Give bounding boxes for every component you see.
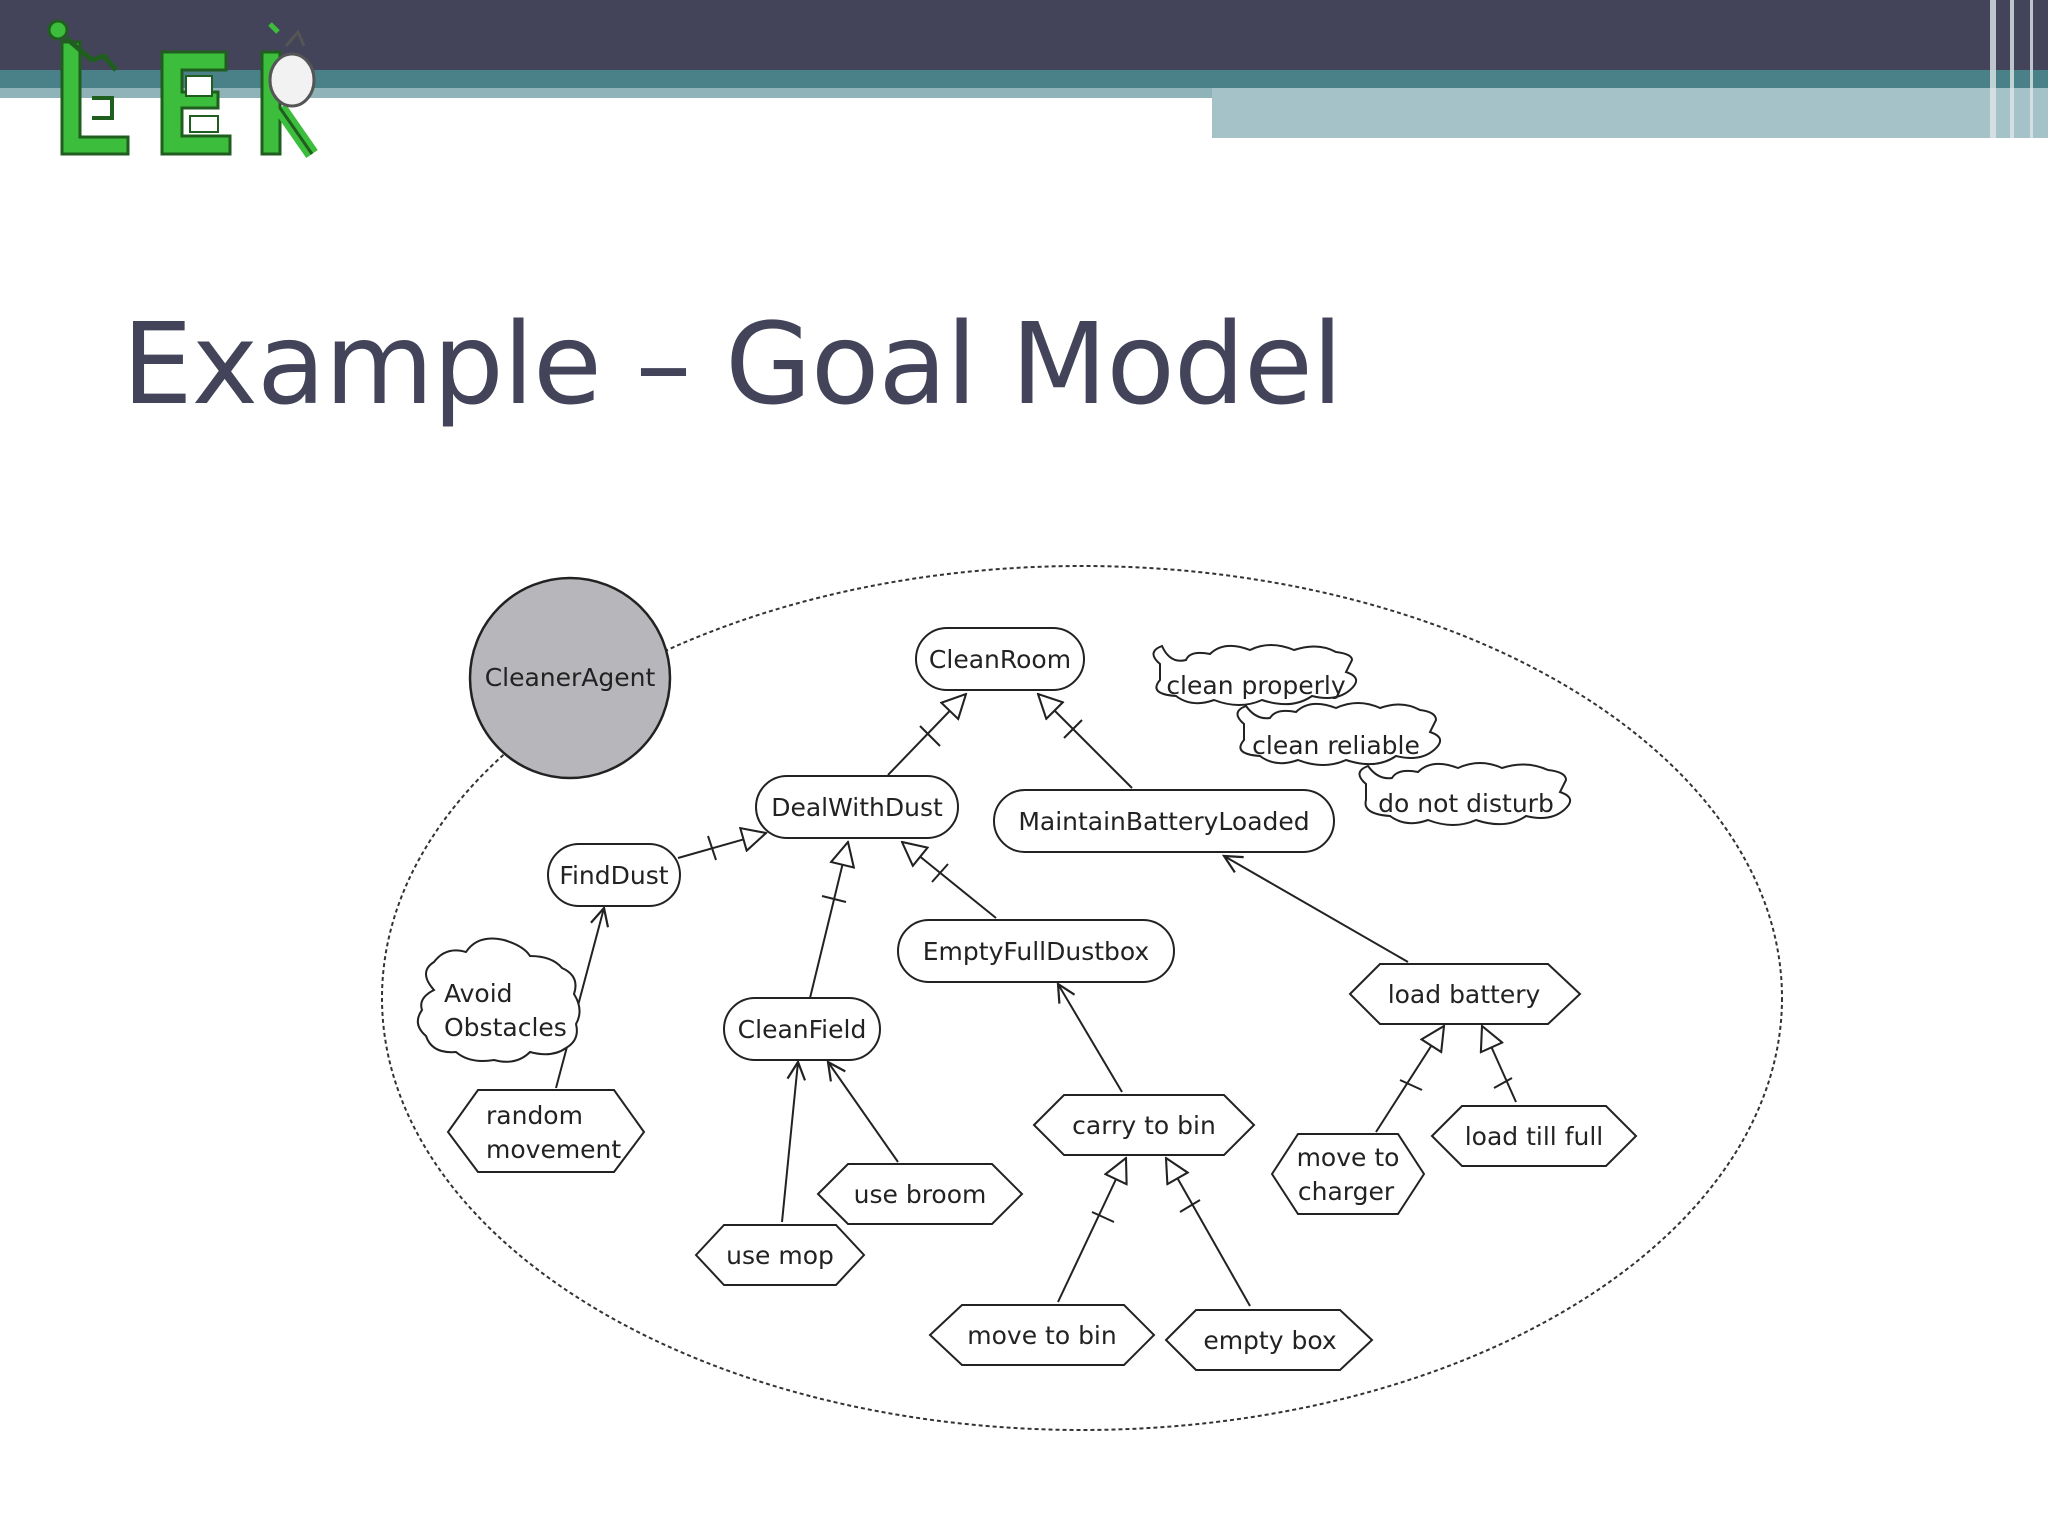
header-teal-band <box>0 70 2048 88</box>
edge-loadbattery-maintain <box>1224 856 1409 963</box>
slide-title: Example – Goal Model <box>122 300 1343 430</box>
quality-avoid-obstacles: Avoid Obstacles <box>416 937 581 1063</box>
task-move-to-charger: move to charger <box>1270 1133 1426 1215</box>
tick-mark <box>821 895 847 903</box>
edge-dealwithdust-cleanroom <box>887 694 966 776</box>
task-load-battery-label: load battery <box>1388 980 1541 1009</box>
quality-clean-reliable: clean reliable <box>1236 702 1441 766</box>
goal-finddust-label: FindDust <box>559 861 668 890</box>
edge-randommove-finddust <box>555 908 604 1089</box>
quality-avoid-obstacles-line1: Avoid <box>444 979 513 1008</box>
edge-cleanfield-dealwithdust <box>809 842 848 999</box>
task-move-to-charger-line1: move to <box>1297 1143 1400 1172</box>
goal-maintainbatteryloaded: MaintainBatteryLoaded <box>993 789 1335 853</box>
task-move-to-charger-line2: charger <box>1298 1177 1395 1206</box>
edge-emptyfull-dealwithdust <box>902 842 997 919</box>
quality-do-not-disturb-label: do not disturb <box>1378 789 1554 818</box>
goal-cleanfield: CleanField <box>723 997 881 1061</box>
goal-cleanroom-label: CleanRoom <box>929 645 1071 674</box>
agent-scope-boundary <box>381 565 1783 1431</box>
task-use-mop-label: use mop <box>726 1241 834 1270</box>
task-random-movement-line2: movement <box>486 1135 621 1164</box>
task-use-mop: use mop <box>694 1224 866 1286</box>
quality-do-not-disturb: do not disturb <box>1358 762 1571 826</box>
tick-mark <box>1091 1211 1115 1223</box>
tick-mark <box>919 725 941 747</box>
task-use-broom: use broom <box>816 1163 1024 1225</box>
task-load-till-full: load till full <box>1430 1105 1638 1167</box>
edge-movetocharger-loadbattery <box>1375 1026 1444 1133</box>
task-carry-to-bin: carry to bin <box>1032 1094 1256 1156</box>
edge-maintain-cleanroom <box>1038 694 1133 789</box>
goal-cleanroom: CleanRoom <box>915 627 1085 691</box>
header-bar <box>0 0 2048 138</box>
header-dark-band <box>0 0 2048 70</box>
edge-emptybox-carrytobin <box>1166 1158 1251 1307</box>
lek-logo <box>47 19 318 158</box>
header-edge-stripe <box>1990 0 1996 138</box>
edge-movetobin-carrytobin <box>1057 1158 1126 1303</box>
goal-emptyfulldustbox: EmptyFullDustbox <box>897 919 1175 983</box>
task-load-till-full-label: load till full <box>1465 1122 1604 1151</box>
goal-finddust: FindDust <box>547 843 681 907</box>
tick-mark <box>707 835 717 861</box>
header-teal-thin <box>0 88 1212 98</box>
goal-maintainbatteryloaded-label: MaintainBatteryLoaded <box>1018 807 1309 836</box>
quality-avoid-obstacles-line2: Obstacles <box>444 1013 567 1042</box>
edges <box>555 694 1517 1307</box>
edge-loadtillfull-loadbattery <box>1482 1026 1517 1103</box>
header-edge-stripe-2 <box>2010 0 2014 138</box>
task-random-movement-line1: random <box>486 1101 583 1130</box>
task-move-to-bin: move to bin <box>928 1304 1156 1366</box>
task-load-battery: load battery <box>1348 963 1582 1025</box>
quality-clean-properly: clean properly <box>1152 644 1357 706</box>
cleaner-agent-label: CleanerAgent <box>485 663 656 692</box>
header-light-band <box>1212 88 2048 138</box>
task-empty-box-label: empty box <box>1203 1326 1336 1355</box>
goal-dealwithdust-label: DealWithDust <box>771 793 943 822</box>
cleaner-agent: CleanerAgent <box>468 576 672 780</box>
tick-mark <box>931 863 949 883</box>
header-edge-stripe-3 <box>2030 0 2033 138</box>
goal-emptyfulldustbox-label: EmptyFullDustbox <box>923 937 1149 966</box>
tick-mark <box>1399 1079 1423 1091</box>
task-random-movement: random movement <box>446 1089 646 1173</box>
goal-dealwithdust: DealWithDust <box>755 775 959 839</box>
tick-mark <box>1063 719 1083 739</box>
edge-finddust-dealwithdust <box>677 833 766 859</box>
tick-mark <box>1493 1077 1513 1089</box>
task-move-to-bin-label: move to bin <box>967 1321 1116 1350</box>
edge-usebroom-cleanfield <box>828 1062 899 1163</box>
task-carry-to-bin-label: carry to bin <box>1072 1111 1216 1140</box>
quality-clean-reliable-label: clean reliable <box>1252 731 1420 760</box>
task-use-broom-label: use broom <box>854 1180 987 1209</box>
quality-clean-properly-label: clean properly <box>1166 671 1346 700</box>
goal-cleanfield-label: CleanField <box>738 1015 867 1044</box>
edge-carrytobin-emptyfull <box>1058 984 1123 1093</box>
task-empty-box: empty box <box>1164 1309 1374 1371</box>
tick-mark <box>1179 1199 1201 1213</box>
edge-usemop-cleanfield <box>781 1062 798 1223</box>
